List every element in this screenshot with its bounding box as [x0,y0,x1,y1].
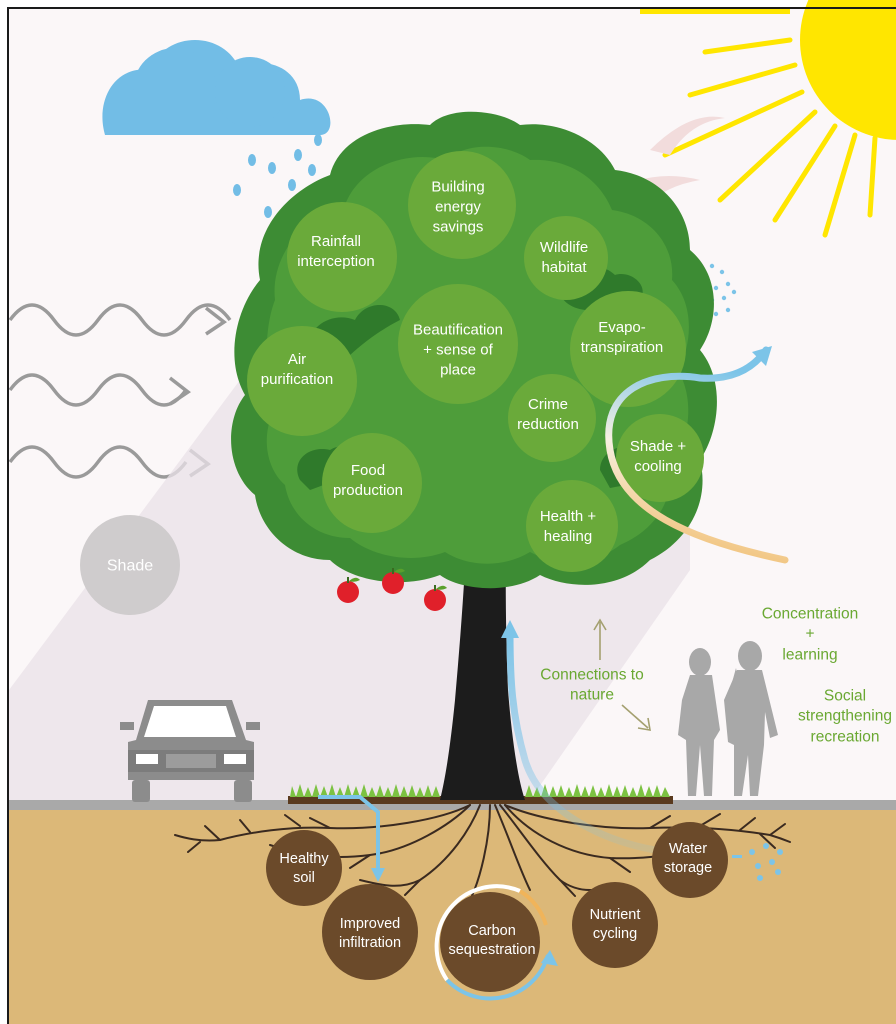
label-nutrient-cycling: Nutrient cycling [589,906,641,942]
circle-beautification [398,284,518,404]
label-improved-infiltration: Improved infiltration [338,915,402,951]
road [9,800,896,810]
rain-cloud-icon [102,40,331,218]
label-food-production: Food production [332,462,404,499]
label-rainfall-interception: Rainfall interception [297,233,375,270]
people-walking-icon [678,641,778,796]
infiltration-arrow [318,795,385,882]
label-healthy-soil: Healthy soil [279,850,329,886]
circle-healthy-soil [266,830,342,906]
water-uptake-arrow [501,620,659,854]
label-building-energy-savings: Building energy savings [431,178,485,235]
circle-health-healing [526,480,618,572]
benefit-circles [247,151,704,572]
wind-waves-icon [8,303,232,479]
evapotranspiration-arrow [605,346,789,564]
circle-wildlife-habitat [524,216,608,300]
label-concentration-learning: Concentration + learning [761,605,859,664]
label-crime-reduction: Crime reduction [517,396,579,433]
carbon-cycle-ring [434,884,558,1001]
circle-rainfall-interception [287,202,397,312]
circle-improved-infiltration [322,884,418,980]
circle-carbon-sequestration [440,892,540,992]
label-health-healing: Health + healing [539,508,597,545]
label-evapotranspiration: Evapo- transpiration [580,319,664,356]
circle-water-storage [652,822,728,898]
label-beautification: Beautification + sense of place [412,321,504,378]
label-shade-cooling: Shade + cooling [629,438,687,475]
circle-crime-reduction [508,374,596,462]
label-social-strengthening: Social strengthening recreation [798,687,892,746]
raindrops [233,134,322,218]
sun-icon [640,0,896,238]
label-shade: Shade [106,557,154,575]
label-carbon-sequestration: Carbon sequestration [448,922,536,958]
label-wildlife-habitat: Wildlife habitat [539,239,589,276]
water-drops [732,843,783,881]
circle-nutrient-cycling [572,882,658,968]
circle-building-energy-savings [408,151,516,259]
label-air-purification: Air purification [260,351,334,388]
circle-food-production [322,433,422,533]
connection-arrows [593,618,651,731]
grass [290,784,670,797]
root-benefit-circles [266,822,728,992]
frame [7,7,896,1024]
shade-circle [80,515,180,615]
apples [337,568,447,611]
circle-air-purification [247,326,357,436]
car-icon [120,700,260,802]
label-water-storage: Water storage [663,840,713,876]
label-connections-to-nature: Connections to nature [540,666,644,704]
circle-shade-cooling [616,414,704,502]
